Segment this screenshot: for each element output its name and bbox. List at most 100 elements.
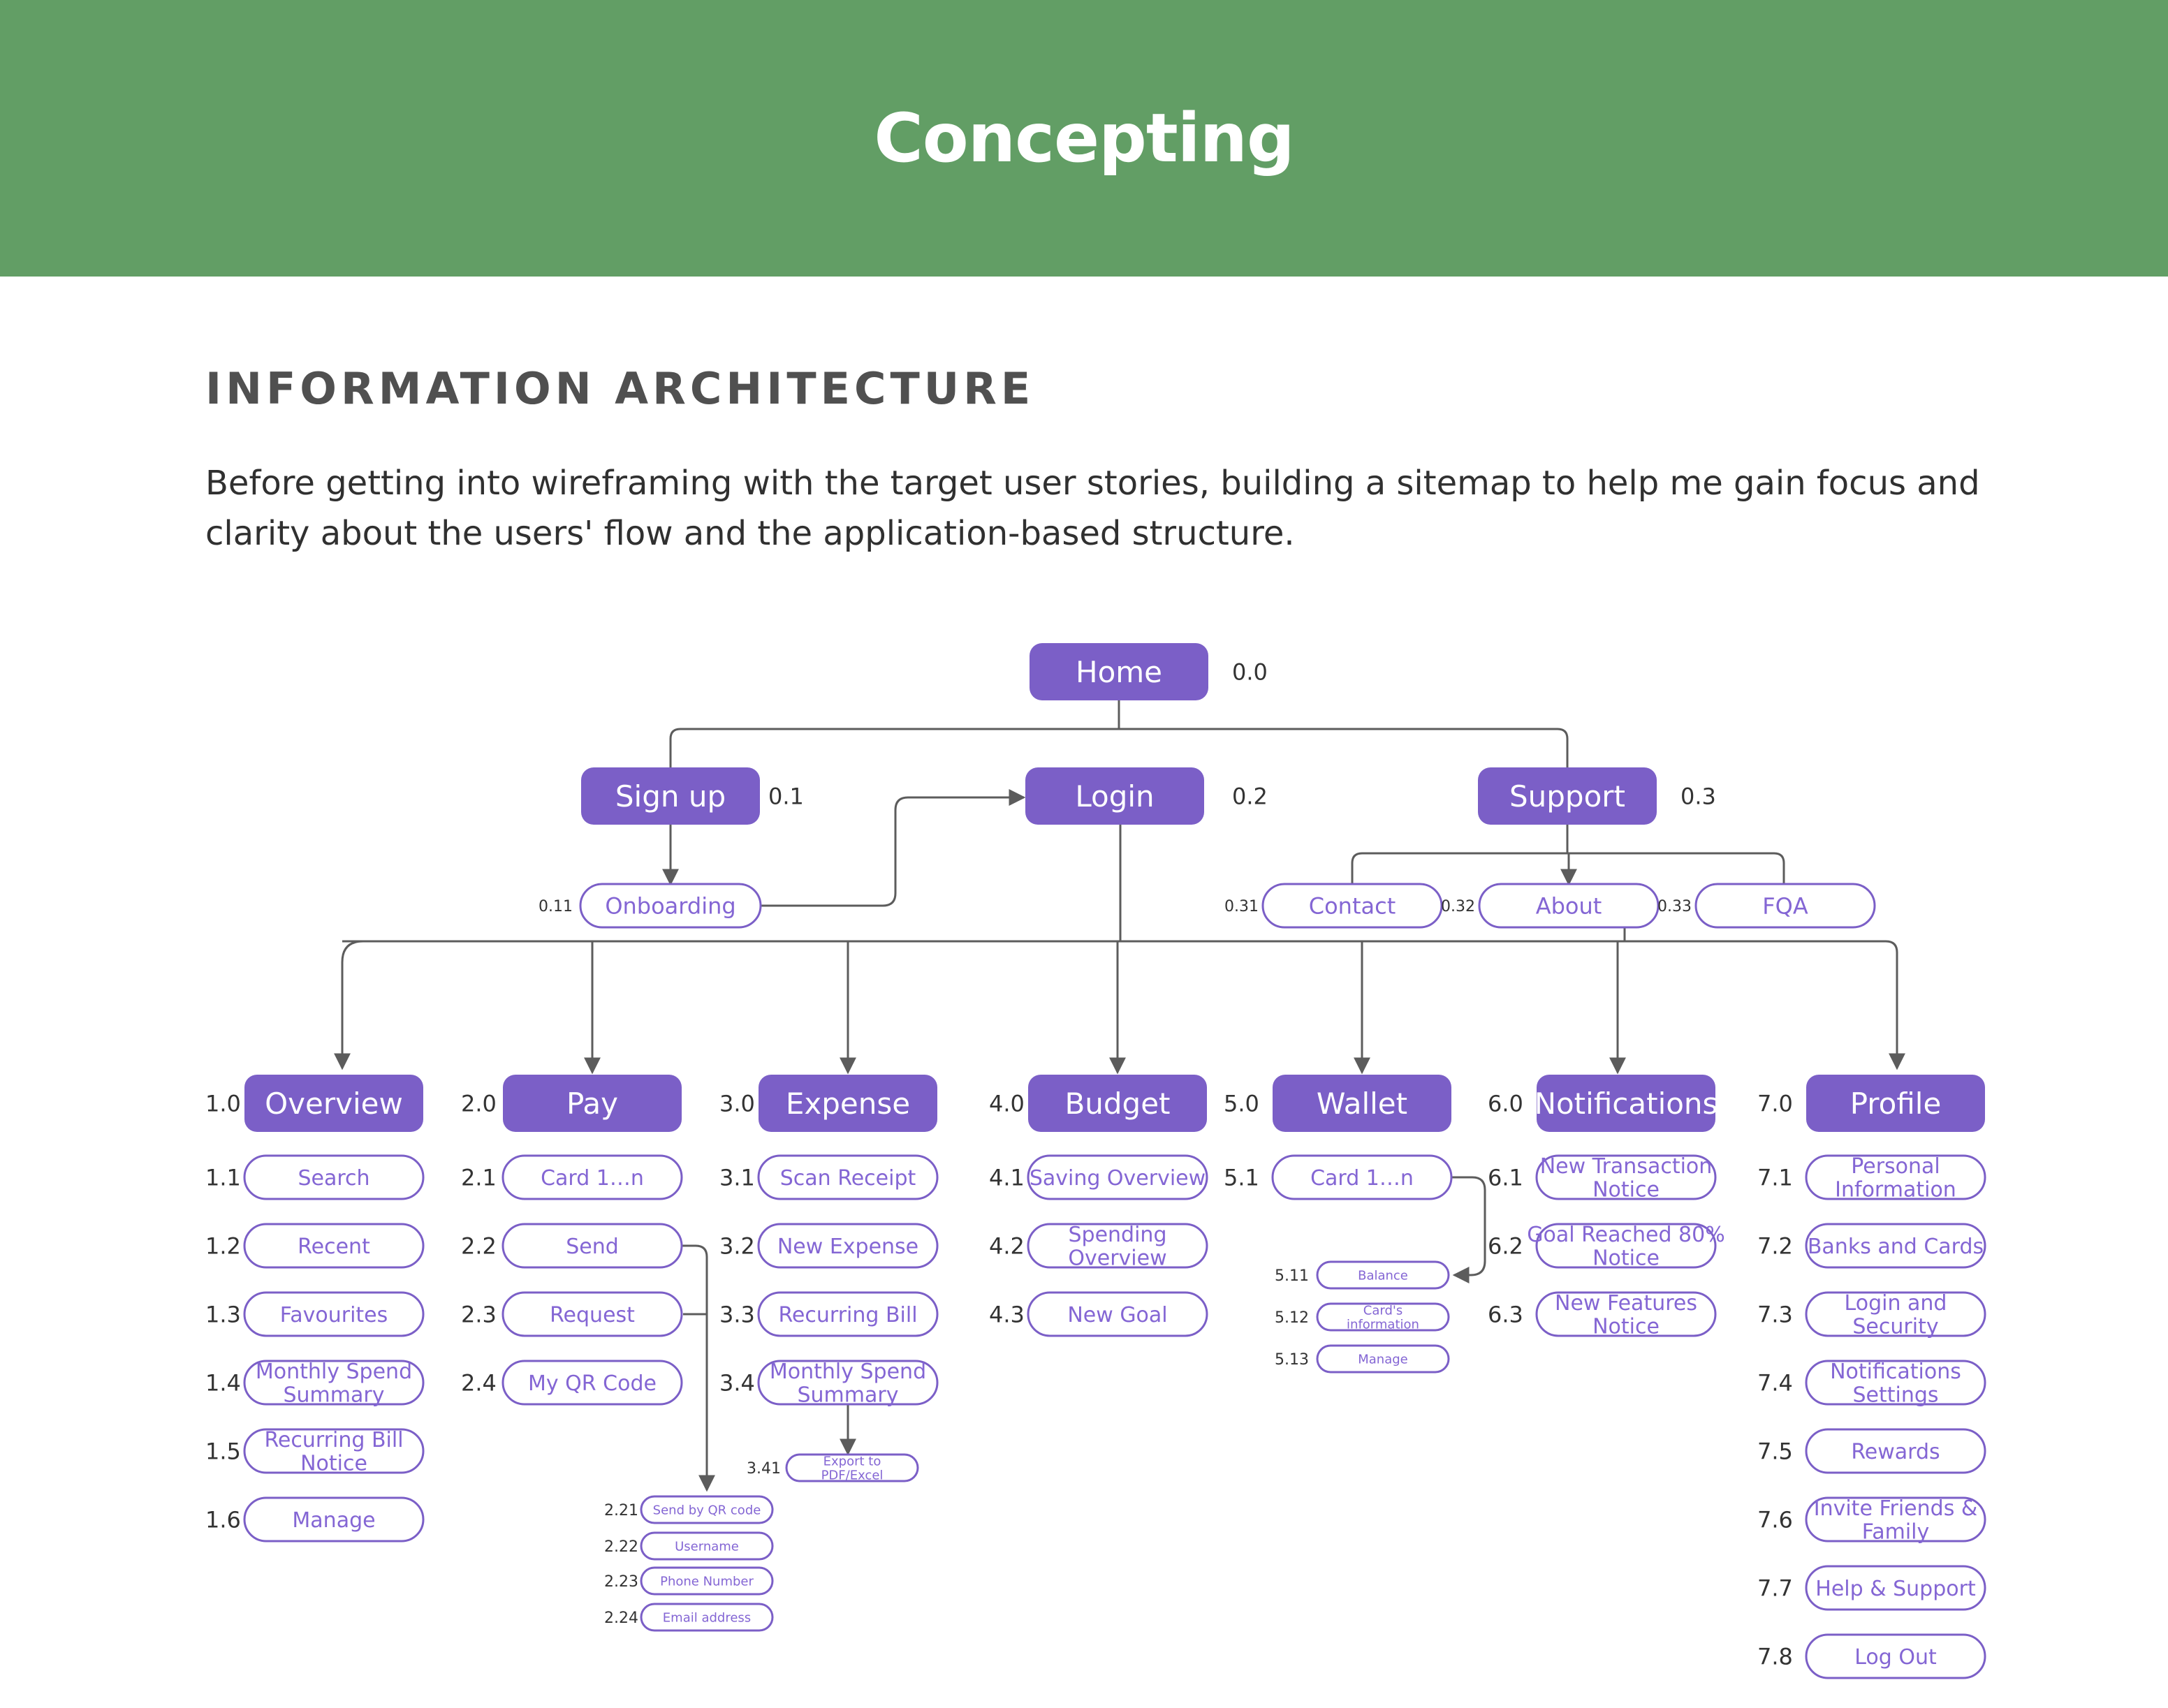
item-my-qr-code-number: 2.4	[461, 1370, 497, 1397]
send-send-by-qr-code-label: Send by QR code	[653, 1503, 761, 1517]
item-rewards-label: Rewards	[1851, 1440, 1940, 1464]
wallet-balance-node	[1316, 1260, 1450, 1290]
item-login-and-security-node	[1805, 1291, 1986, 1337]
item-recent-node	[243, 1223, 425, 1269]
item-banks-and-cards-number: 7.2	[1757, 1233, 1793, 1260]
top-sign-up-node	[581, 767, 760, 825]
send-phone-number-label: Phone Number	[660, 1574, 754, 1589]
connector-line	[1885, 940, 1905, 1070]
item-new-goal-number: 4.3	[989, 1302, 1025, 1328]
item-card-1-n-number: 5.1	[1224, 1165, 1259, 1191]
export-node	[785, 1453, 919, 1482]
item-notifications-settings-node	[1805, 1360, 1986, 1406]
item-personal-information-node	[1805, 1154, 1986, 1200]
item-recurring-bill-notice-node	[243, 1428, 425, 1474]
item-new-goal-node	[1027, 1291, 1208, 1337]
wallet-manage-number: 5.13	[1275, 1351, 1309, 1369]
top-sign-up-label: Sign up	[615, 779, 726, 813]
item-card-1-n-label: Card 1…n	[1310, 1166, 1414, 1191]
section-profile-node	[1806, 1075, 1985, 1132]
item-my-qr-code-node	[501, 1360, 683, 1406]
item-monthly-spend-summary-node	[757, 1360, 939, 1406]
wallet-card-s-information-number: 5.12	[1275, 1309, 1309, 1327]
section-wallet-node	[1273, 1075, 1451, 1132]
home-number: 0.0	[1232, 659, 1268, 686]
section-notifications-node	[1537, 1075, 1715, 1132]
section-overview-node	[244, 1075, 423, 1132]
item-banks-and-cards-label: Banks and Cards	[1808, 1235, 1984, 1259]
item-favourites-node	[243, 1291, 425, 1337]
item-help-support-node	[1805, 1565, 1986, 1611]
send-send-by-qr-code-number: 2.21	[604, 1502, 638, 1519]
support-contact-label: Contact	[1309, 893, 1396, 920]
section-pay-number: 2.0	[461, 1091, 497, 1117]
wallet-card-s-information-node	[1316, 1302, 1450, 1332]
send-username-label: Username	[675, 1539, 739, 1554]
intro-paragraph: Before getting into wireframing with the…	[205, 464, 1980, 553]
section-budget-label: Budget	[1064, 1087, 1170, 1121]
item-scan-receipt-number: 3.1	[719, 1165, 755, 1191]
connector-line	[334, 940, 364, 1070]
top-sign-up-number: 0.1	[768, 783, 804, 810]
item-invite-friends-family-node	[1805, 1496, 1986, 1543]
item-saving-overview-label: Saving Overview	[1030, 1166, 1206, 1191]
top-login-number: 0.2	[1232, 783, 1268, 810]
item-help-support-label: Help & Support	[1815, 1577, 1976, 1601]
top-support-label: Support	[1509, 779, 1625, 813]
item-new-features-notice-number: 6.3	[1488, 1302, 1523, 1328]
item-card-1-n-node	[1271, 1154, 1453, 1200]
item-card-1-n-label: Card 1…n	[541, 1166, 644, 1191]
section-overview-number: 1.0	[205, 1091, 241, 1117]
support-contact-node	[1261, 883, 1443, 929]
section-wallet-label: Wallet	[1317, 1087, 1407, 1121]
item-recent-label: Recent	[298, 1235, 370, 1259]
item-goal-reached-80-notice-label: Goal Reached 80%Notice	[1527, 1223, 1724, 1271]
item-new-goal-label: New Goal	[1067, 1303, 1167, 1327]
item-saving-overview-node	[1027, 1154, 1208, 1200]
send-username-number: 2.22	[604, 1538, 638, 1556]
item-invite-friends-family-label: Invite Friends &Family	[1814, 1496, 1978, 1545]
section-profile-label: Profile	[1850, 1087, 1942, 1121]
item-manage-label: Manage	[292, 1508, 375, 1533]
connector-line	[761, 789, 1026, 907]
support-about-label: About	[1536, 893, 1602, 920]
item-new-features-notice-node	[1535, 1291, 1717, 1337]
item-rewards-number: 7.5	[1757, 1438, 1793, 1465]
section-expense-number: 3.0	[719, 1091, 755, 1117]
item-new-transaction-notice-node	[1535, 1154, 1717, 1200]
item-recurring-bill-label: Recurring Bill	[778, 1303, 917, 1327]
section-notifications-number: 6.0	[1488, 1091, 1523, 1117]
item-manage-number: 1.6	[205, 1507, 241, 1533]
connector-line	[682, 1244, 715, 1492]
item-help-support-number: 7.7	[1757, 1575, 1793, 1602]
section-expense-node	[759, 1075, 937, 1132]
item-favourites-number: 1.3	[205, 1302, 241, 1328]
section-budget-node	[1028, 1075, 1207, 1132]
send-phone-number-node	[640, 1566, 774, 1596]
home-node	[1030, 643, 1208, 700]
item-log-out-node	[1805, 1633, 1986, 1679]
section-expense-label: Expense	[786, 1087, 910, 1121]
support-contact-number: 0.31	[1224, 898, 1259, 915]
item-request-label: Request	[550, 1303, 635, 1327]
item-manage-node	[243, 1496, 425, 1543]
item-my-qr-code-label: My QR Code	[528, 1371, 657, 1396]
item-goal-reached-80-notice-node	[1535, 1223, 1717, 1269]
item-saving-overview-number: 4.1	[989, 1165, 1025, 1191]
item-scan-receipt-node	[757, 1154, 939, 1200]
item-search-number: 1.1	[205, 1165, 241, 1191]
onboarding-label: Onboarding	[605, 893, 735, 920]
section-overview-label: Overview	[265, 1087, 403, 1121]
item-new-transaction-notice-number: 6.1	[1488, 1165, 1523, 1191]
item-monthly-spend-summary-number: 3.4	[719, 1370, 755, 1397]
top-login-node	[1025, 767, 1204, 825]
item-scan-receipt-label: Scan Receipt	[780, 1166, 916, 1191]
home-label: Home	[1076, 655, 1162, 689]
item-spending-overview-node	[1027, 1223, 1208, 1269]
